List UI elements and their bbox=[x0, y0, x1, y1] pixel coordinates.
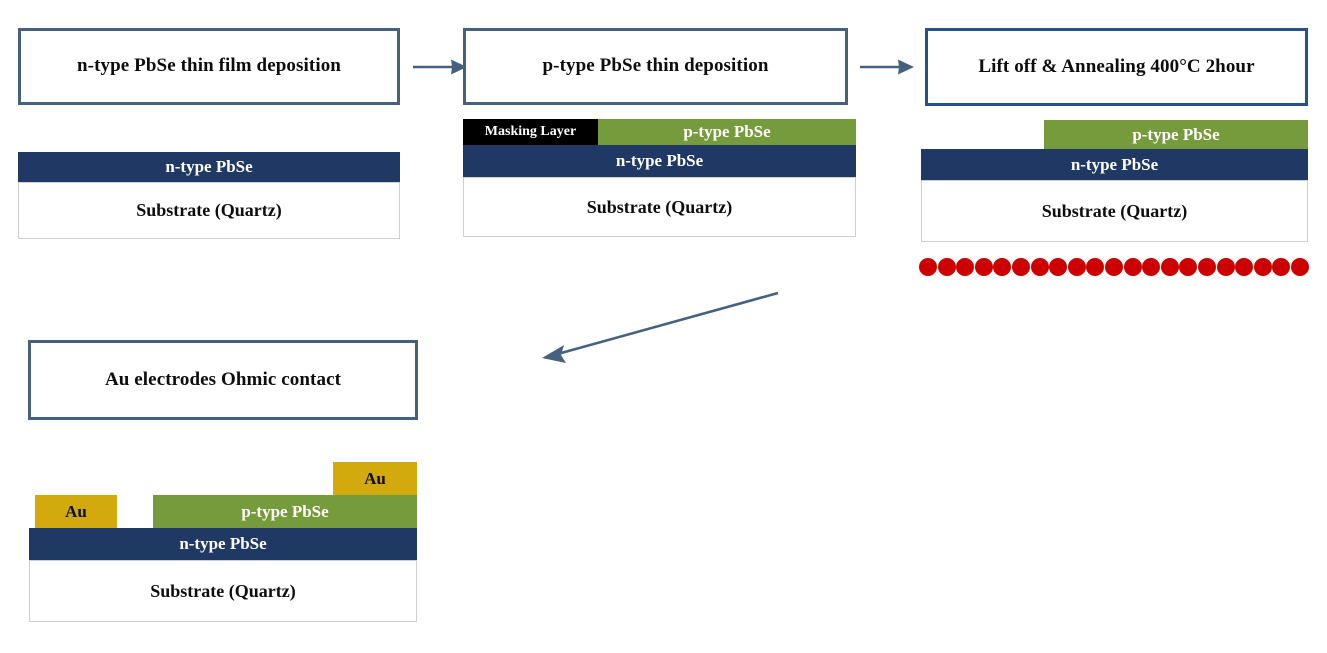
layer-n-type-pbse: n-type PbSe bbox=[18, 152, 400, 182]
arrow-step2-to-step3 bbox=[860, 59, 914, 75]
layer-label: p-type PbSe bbox=[683, 122, 771, 141]
layer-label: Masking Layer bbox=[484, 124, 577, 139]
layer-n-type-pbse: n-type PbSe bbox=[29, 528, 417, 560]
layer-label: n-type PbSe bbox=[165, 157, 253, 176]
step-label: Au electrodes Ohmic contact bbox=[104, 368, 342, 390]
annealing-dot bbox=[1290, 258, 1309, 276]
step-label: p-type PbSe thin deposition bbox=[542, 55, 769, 77]
layer-au-electrode-left: Au bbox=[35, 495, 117, 528]
annealing-dot bbox=[1272, 258, 1291, 276]
annealing-dot bbox=[1104, 258, 1123, 276]
annealing-dot bbox=[1049, 258, 1068, 276]
layer-label: Substrate (Quartz) bbox=[1041, 200, 1188, 221]
layer-substrate-quartz: Substrate (Quartz) bbox=[921, 180, 1308, 242]
annealing-dot bbox=[956, 258, 975, 276]
layer-p-type-pbse: p-type PbSe bbox=[1044, 120, 1308, 149]
layer-n-type-pbse: n-type PbSe bbox=[921, 149, 1308, 180]
step-label: Lift off & Annealing 400°C 2hour bbox=[978, 55, 1255, 77]
layer-label: Au bbox=[65, 501, 87, 521]
layer-substrate-quartz: Substrate (Quartz) bbox=[463, 177, 856, 237]
annealing-dot-row bbox=[919, 257, 1311, 277]
annealing-dot bbox=[937, 258, 956, 276]
annealing-dot bbox=[1235, 258, 1254, 276]
step-label: n-type PbSe thin film deposition bbox=[77, 55, 341, 77]
annealing-dot bbox=[1011, 258, 1030, 276]
annealing-dot bbox=[1160, 258, 1179, 276]
arrow-step1-to-step2 bbox=[413, 59, 467, 75]
annealing-dot bbox=[1030, 258, 1049, 276]
layer-label: n-type PbSe bbox=[1070, 154, 1159, 174]
layer-label: Substrate (Quartz) bbox=[136, 200, 282, 220]
step-box-p-type-deposition[interactable]: p-type PbSe thin deposition bbox=[463, 28, 848, 105]
annealing-dot bbox=[993, 258, 1012, 276]
layer-label: Substrate (Quartz) bbox=[150, 580, 296, 601]
layer-substrate-quartz: Substrate (Quartz) bbox=[29, 560, 417, 622]
layer-p-type-pbse: p-type PbSe bbox=[153, 495, 417, 528]
annealing-dot bbox=[1086, 258, 1105, 276]
layer-masking-layer: Masking Layer bbox=[463, 119, 598, 145]
layer-label: Substrate (Quartz) bbox=[586, 196, 733, 217]
step-box-au-ohmic-contact[interactable]: Au electrodes Ohmic contact bbox=[28, 340, 418, 420]
annealing-dot bbox=[1253, 258, 1272, 276]
annealing-dot bbox=[974, 258, 993, 276]
step-box-n-type-deposition[interactable]: n-type PbSe thin film deposition bbox=[18, 28, 400, 105]
layer-label: p-type PbSe bbox=[1132, 124, 1220, 144]
layer-label: n-type PbSe bbox=[179, 534, 267, 553]
annealing-dot bbox=[1216, 258, 1235, 276]
layer-n-type-pbse: n-type PbSe bbox=[463, 145, 856, 177]
annealing-dot bbox=[1067, 258, 1086, 276]
layer-label: Au bbox=[364, 468, 386, 488]
layer-substrate-quartz: Substrate (Quartz) bbox=[18, 182, 400, 239]
annealing-dot bbox=[1197, 258, 1216, 276]
annealing-dot bbox=[1179, 258, 1198, 276]
arrow-step3-to-step4 bbox=[542, 291, 779, 363]
layer-p-type-pbse: p-type PbSe bbox=[598, 119, 856, 145]
annealing-dot bbox=[919, 258, 937, 276]
annealing-dot bbox=[1123, 258, 1142, 276]
layer-label: p-type PbSe bbox=[241, 501, 329, 521]
step-box-liftoff-annealing[interactable]: Lift off & Annealing 400°C 2hour bbox=[925, 28, 1308, 106]
annealing-dot bbox=[1142, 258, 1161, 276]
layer-label: n-type PbSe bbox=[615, 151, 704, 170]
layer-au-electrode-right: Au bbox=[333, 462, 417, 495]
